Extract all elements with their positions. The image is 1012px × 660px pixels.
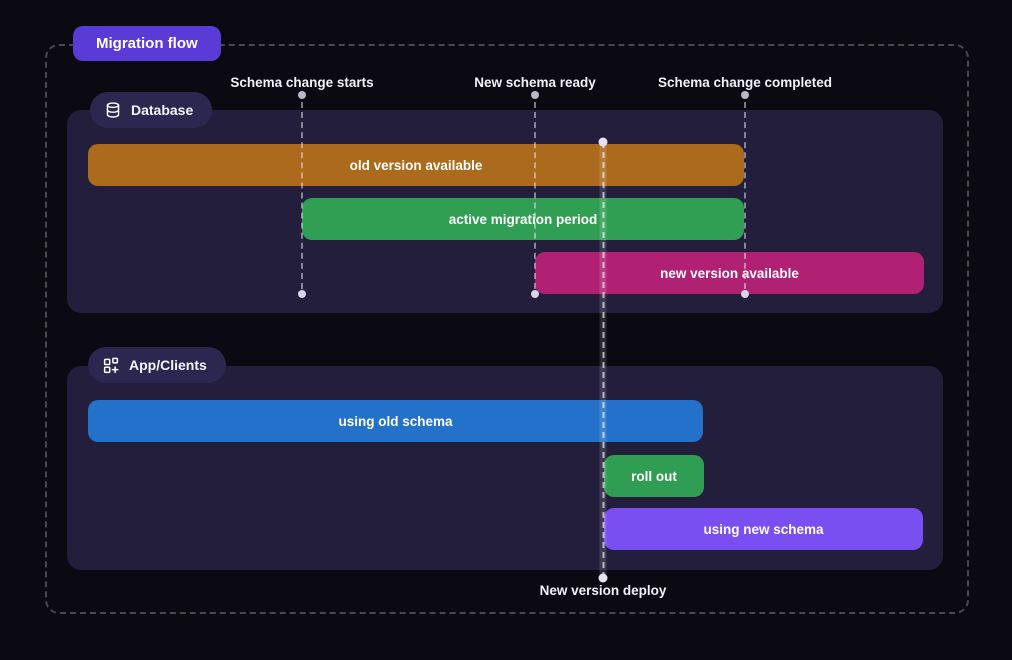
milestone-label: New schema ready	[474, 75, 596, 90]
deploy-label: New version deploy	[539, 583, 667, 598]
app-clients-badge-label: App/Clients	[129, 357, 207, 373]
milestone-dot-end	[298, 290, 306, 298]
database-badge: Database	[90, 92, 213, 128]
milestone-dot-top	[741, 91, 749, 99]
timeline-bar-active-migration-period: active migration period	[302, 198, 744, 240]
diagram-title: Migration flow	[96, 35, 198, 52]
milestone-guide-line	[301, 102, 303, 289]
deploy-line	[599, 142, 607, 578]
milestone-label: Schema change starts	[230, 75, 374, 90]
milestone-label: Schema change completed	[657, 75, 833, 90]
timeline-bar-old-version-available: old version available	[88, 144, 744, 186]
timeline-bar-using-old-schema: using old schema	[88, 400, 703, 442]
app-clients-badge: App/Clients	[88, 347, 226, 383]
timeline-bar-using-new-schema: using new schema	[604, 508, 923, 550]
milestone-guide-line	[744, 102, 746, 289]
milestone-dot-end	[531, 290, 539, 298]
diagram-title-badge: Migration flow	[73, 26, 221, 61]
milestone-guide-line	[534, 102, 536, 289]
deploy-dot-top	[598, 137, 608, 147]
timeline-bar-roll-out: roll out	[604, 455, 704, 497]
milestone-dot-top	[298, 91, 306, 99]
deploy-line-dashes	[602, 142, 604, 578]
timeline-bar-new-version-available: new version available	[535, 252, 924, 294]
milestone-dot-top	[531, 91, 539, 99]
database-icon	[104, 101, 122, 119]
apps-icon	[102, 356, 120, 374]
deploy-dot-bottom	[598, 573, 608, 583]
dashed-frame	[45, 44, 969, 614]
database-badge-label: Database	[131, 102, 194, 118]
milestone-dot-end	[741, 290, 749, 298]
